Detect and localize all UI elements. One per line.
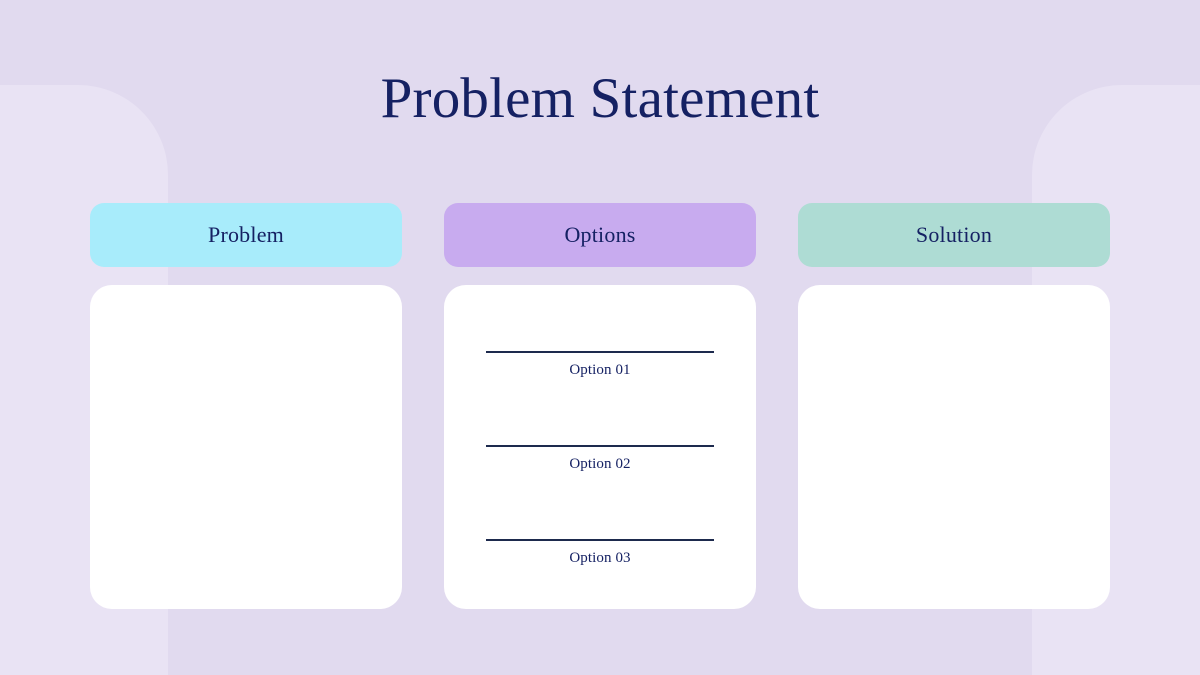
options-list: Option 01 Option 02 Option 03 [444, 351, 756, 609]
option-divider-rule [486, 351, 714, 353]
list-item[interactable]: Option 01 [486, 351, 714, 445]
option-label: Option 01 [569, 362, 631, 378]
columns-container: Problem Options Option 01 Option 02 [90, 203, 1110, 609]
option-divider-rule [486, 539, 714, 541]
option-divider-rule [486, 445, 714, 447]
column-header-label: Options [564, 222, 636, 247]
page-title: Problem Statement [380, 67, 820, 130]
column-header-options[interactable]: Options [444, 203, 756, 267]
list-item[interactable]: Option 02 [486, 445, 714, 539]
column-body-problem[interactable] [90, 285, 402, 609]
option-label: Option 03 [569, 550, 631, 566]
column-body-solution[interactable] [798, 285, 1110, 609]
column-header-label: Solution [915, 222, 993, 247]
column-header-solution[interactable]: Solution [798, 203, 1110, 267]
list-item[interactable]: Option 03 [486, 539, 714, 609]
column-problem: Problem [90, 203, 402, 609]
column-header-label: Problem [208, 222, 284, 247]
column-body-options[interactable]: Option 01 Option 02 Option 03 [444, 285, 756, 609]
column-header-problem[interactable]: Problem [90, 203, 402, 267]
column-options: Options Option 01 Option 02 Option 03 [444, 203, 756, 609]
column-solution: Solution [798, 203, 1110, 609]
option-label: Option 02 [569, 456, 631, 472]
